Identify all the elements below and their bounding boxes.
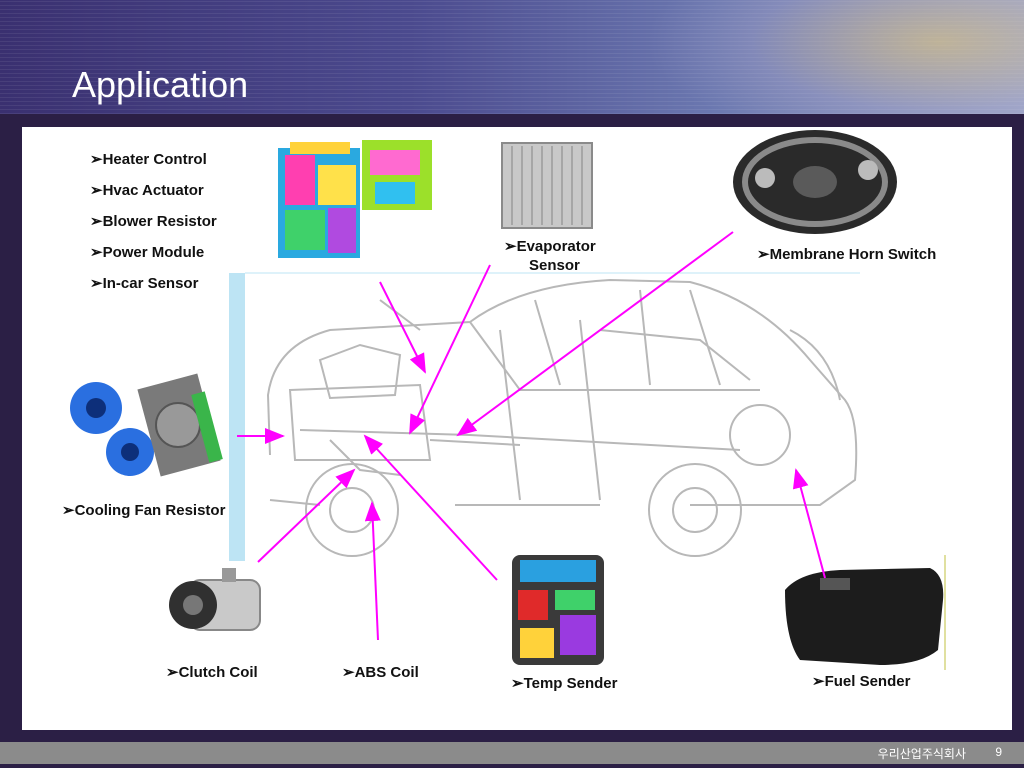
label-membrane-horn-switch: ➢Membrane Horn Switch — [757, 246, 937, 263]
arrow-fuel — [792, 468, 826, 579]
header-decoration — [644, 0, 1024, 114]
label-in-car-sensor: ➢In-car Sensor — [90, 275, 199, 292]
label-heater-control: ➢Heater Control — [90, 151, 207, 168]
engine-image — [512, 555, 604, 665]
page-number: 9 — [995, 745, 1002, 759]
cooling-fan-image — [70, 373, 223, 477]
steering-wheel-image — [733, 130, 897, 234]
label-abs-coil: ➢ABS Coil — [342, 664, 419, 681]
arrow-temp — [363, 434, 498, 581]
arrow-clutch — [257, 468, 356, 563]
fuel-tank-image — [785, 555, 946, 670]
hvac-unit-image — [278, 140, 432, 258]
arrow-abs — [364, 501, 381, 641]
footer-bar: 우리산업주식회사 9 — [0, 742, 1024, 764]
label-temp-sender: ➢Temp Sender — [511, 675, 618, 692]
page-title: Application — [72, 64, 249, 105]
label-evaporator: ➢Evaporator — [504, 238, 596, 255]
arrow-evaporator — [409, 264, 491, 435]
footer-company-name: 우리산업주식회사 — [877, 747, 966, 761]
label-blower-resistor: ➢Blower Resistor — [90, 213, 217, 230]
arrow-membrane — [456, 231, 734, 437]
highlight-pillar — [229, 273, 245, 561]
arrow-heater — [379, 281, 426, 374]
evaporator-image — [501, 142, 593, 229]
label-power-module: ➢Power Module — [90, 244, 205, 261]
header-banner — [0, 0, 1024, 114]
label-fuel-sender: ➢Fuel Sender — [812, 673, 911, 690]
connector-arrows — [237, 231, 826, 641]
label-hvac-actuator: ➢Hvac Actuator — [90, 182, 204, 199]
heater-components-list: ➢Heater Control ➢Hvac Actuator ➢Blower R… — [90, 150, 217, 305]
label-clutch-coil: ➢Clutch Coil — [166, 664, 258, 681]
label-cooling-fan-resistor: ➢Cooling Fan Resistor — [62, 502, 226, 519]
compressor-image — [169, 568, 261, 631]
label-evaporator-sensor: Sensor — [529, 257, 580, 274]
car-outline-drawing — [266, 278, 858, 557]
